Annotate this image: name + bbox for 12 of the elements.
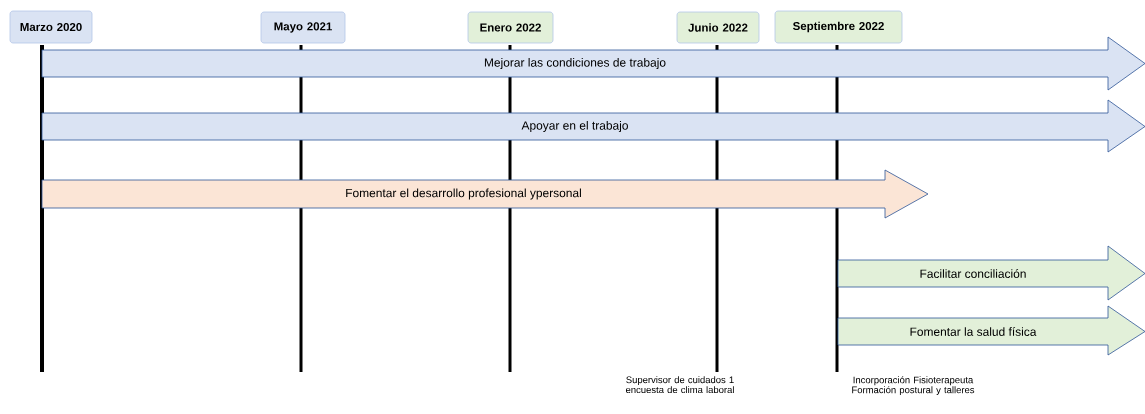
note-text: Incorporación Fisioterapeuta Formación postural y talleres: [852, 376, 975, 396]
phase-band: Fomentar el desarrollo profesional ypersonal: [41, 169, 929, 219]
date-box: Junio 2022: [676, 11, 760, 44]
phase-band: Fomentar la salud física: [837, 305, 1145, 356]
date-box: Marzo 2020: [9, 10, 93, 44]
note-text: Supervisor de cuidados 1 encuesta de clima laboral: [625, 376, 734, 394]
date-box: Septiembre 2022: [774, 10, 903, 44]
phase-band: Facilitar conciliación: [837, 245, 1145, 301]
phase-band: Apoyar en el trabajo: [41, 99, 1145, 153]
phase-band: Mejorar las condiciones de trabajo: [41, 36, 1145, 91]
date-box: Enero 2022: [467, 11, 554, 44]
date-box: Mayo 2021: [260, 11, 346, 44]
